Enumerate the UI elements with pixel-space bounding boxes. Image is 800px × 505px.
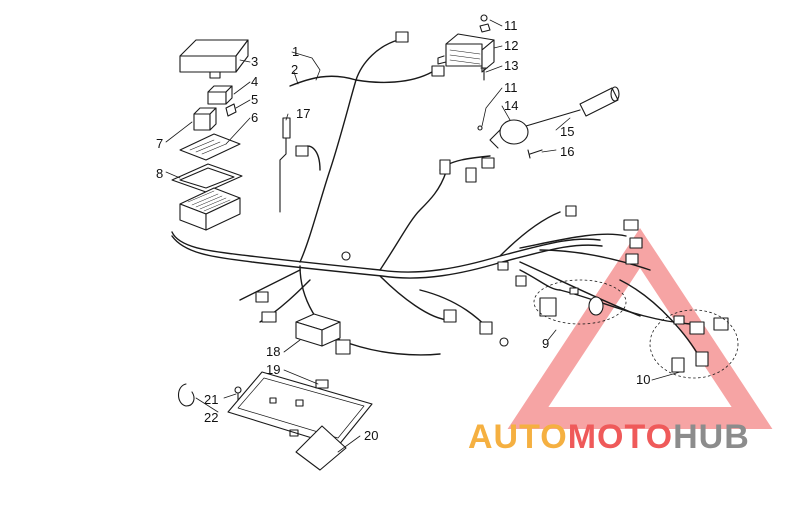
callout-21: 21 — [204, 392, 218, 407]
callout-2: 2 — [291, 62, 298, 77]
callout-20: 20 — [364, 428, 378, 443]
callout-6: 6 — [251, 110, 258, 125]
callout-8: 8 — [156, 166, 163, 181]
callout-labels: 1 2 3 4 5 6 7 8 9 10 11 11 12 13 14 15 1… — [156, 18, 650, 443]
callout-14: 14 — [504, 98, 518, 113]
callout-3: 3 — [251, 54, 258, 69]
callout-18: 18 — [266, 344, 280, 359]
callout-5: 5 — [251, 92, 258, 107]
part-clip-5 — [225, 103, 237, 117]
callout-19: 19 — [266, 362, 280, 377]
detail-circle-10 — [649, 309, 739, 379]
part-grip-15 — [525, 86, 620, 127]
part-module-18 — [295, 313, 341, 347]
part-fuse-cover — [179, 39, 249, 79]
part-regulator — [437, 33, 495, 73]
part-fuse-block — [179, 187, 241, 231]
part-screw-21 — [234, 386, 242, 401]
part-mounting-plate-19 — [227, 371, 373, 447]
part-sensor-17 — [279, 117, 291, 213]
part-clamp-22 — [177, 383, 195, 407]
callout-22: 22 — [204, 410, 218, 425]
part-relay-7 — [193, 107, 217, 131]
watermark-part-moto: MOTO — [567, 418, 674, 456]
callout-15: 15 — [560, 124, 574, 139]
watermark-part-hub: HUB — [673, 418, 750, 456]
callout-17: 17 — [296, 106, 310, 121]
watermark-text: AUTOMOTOHUB — [468, 418, 750, 457]
callout-11-top: 11 — [504, 18, 518, 33]
part-switch-14 — [477, 119, 529, 149]
watermark-logo — [507, 228, 773, 429]
callout-7: 7 — [156, 136, 163, 151]
callout-11-bottom: 11 — [504, 80, 518, 95]
callout-13: 13 — [504, 58, 518, 73]
callout-4: 4 — [251, 74, 258, 89]
watermark-part-auto: AUTO — [468, 418, 568, 456]
part-bolt-13 — [480, 67, 488, 81]
callout-1: 1 — [292, 44, 299, 59]
part-pad-20 — [295, 425, 347, 471]
callout-12: 12 — [504, 38, 518, 53]
part-screw-11-top — [479, 14, 491, 33]
connectors — [255, 31, 729, 373]
part-fuse-plate-6 — [179, 133, 241, 161]
part-gasket-8 — [171, 163, 243, 193]
callout-10: 10 — [636, 372, 650, 387]
leader-lines — [165, 19, 681, 453]
detail-circle-9 — [533, 279, 627, 325]
part-screw-16 — [527, 149, 543, 159]
callout-16: 16 — [560, 144, 574, 159]
callout-9: 9 — [542, 336, 549, 351]
part-relay-4 — [207, 85, 233, 105]
